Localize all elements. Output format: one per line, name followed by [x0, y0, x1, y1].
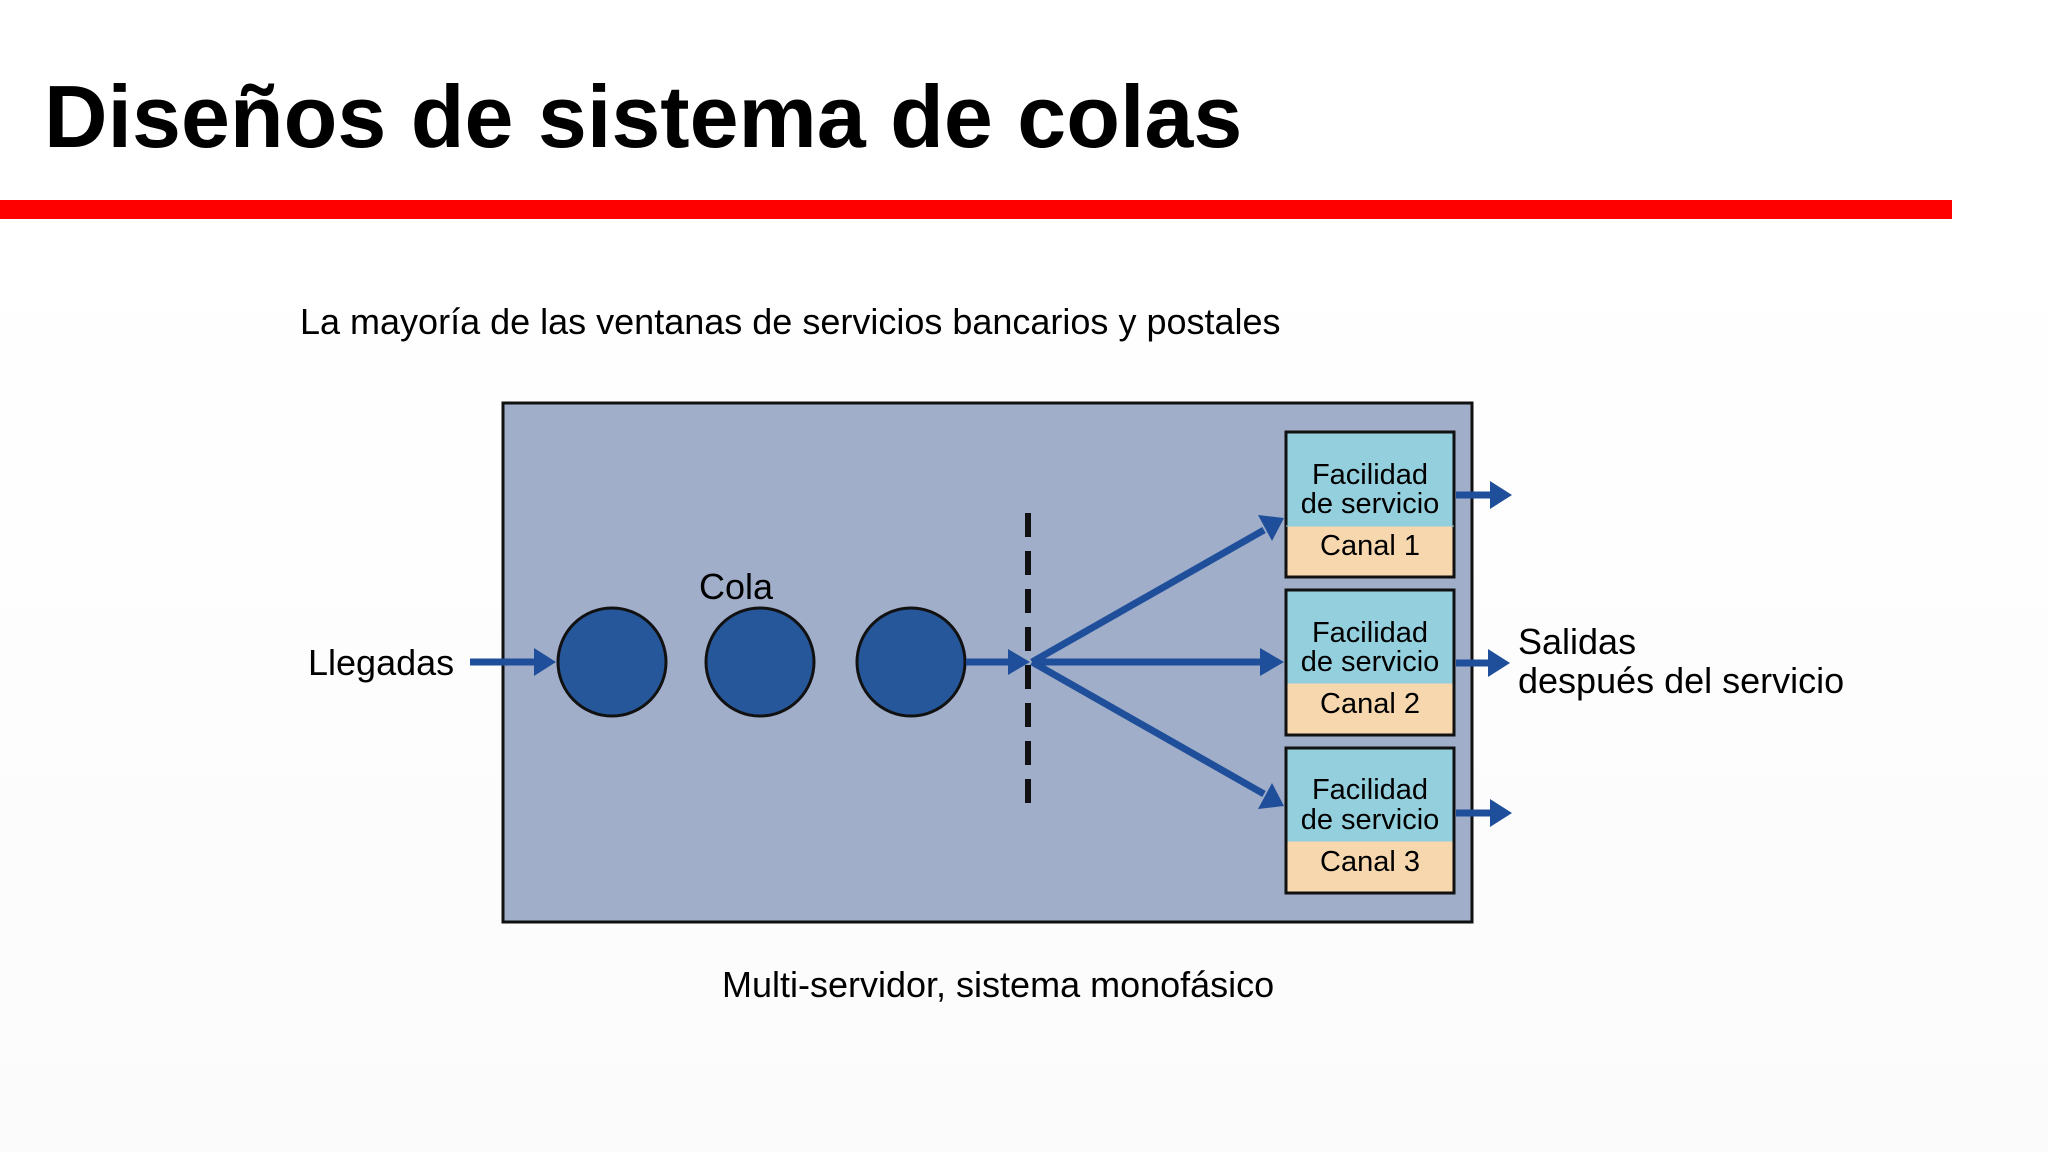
facility-1-channel: Canal 1	[1320, 530, 1420, 562]
facility-3-channel: Canal 3	[1320, 846, 1420, 878]
queue-customer-3	[855, 606, 967, 718]
queue-customer-1	[556, 606, 668, 718]
queue-label: Cola	[699, 566, 774, 607]
arrivals-arrow	[470, 648, 556, 676]
exit-arrow-channel-3	[1456, 799, 1512, 827]
arrivals-label: Llegadas	[308, 642, 454, 683]
diagram-bottom-caption: Multi-servidor, sistema monofásico	[722, 964, 1274, 1005]
service-facility-1: Facilidad de servicio Canal 1	[1284, 430, 1456, 579]
dispatch-arrow-channel-1	[1030, 515, 1284, 666]
dispatch-arrow-channel-3	[1030, 658, 1284, 809]
queue-customer-2	[704, 606, 816, 718]
dispatch-arrow-channel-2	[1032, 648, 1284, 676]
facility-3-line2: de servicio	[1301, 804, 1440, 836]
facility-1-line2: de servicio	[1301, 488, 1440, 520]
departures-label-line1: Salidas	[1518, 621, 1636, 662]
service-facility-2: Facilidad de servicio Canal 2	[1284, 588, 1456, 737]
facility-2-line2: de servicio	[1301, 646, 1440, 678]
facility-3-line1: Facilidad	[1312, 774, 1428, 806]
diagram-top-caption: La mayoría de las ventanas de servicios …	[300, 301, 1281, 342]
facility-1-line1: Facilidad	[1312, 459, 1428, 491]
service-facility-3: Facilidad de servicio Canal 3	[1284, 746, 1456, 895]
facility-2-line1: Facilidad	[1312, 617, 1428, 649]
slide-title: Diseños de sistema de colas	[44, 67, 1243, 166]
exit-arrow-channel-2	[1456, 649, 1510, 677]
queue-exit-arrow	[966, 649, 1030, 675]
title-underline	[0, 200, 1952, 219]
departures-label-line2: después del servicio	[1518, 660, 1844, 701]
facility-2-channel: Canal 2	[1320, 688, 1420, 720]
exit-arrow-channel-1	[1456, 481, 1512, 509]
